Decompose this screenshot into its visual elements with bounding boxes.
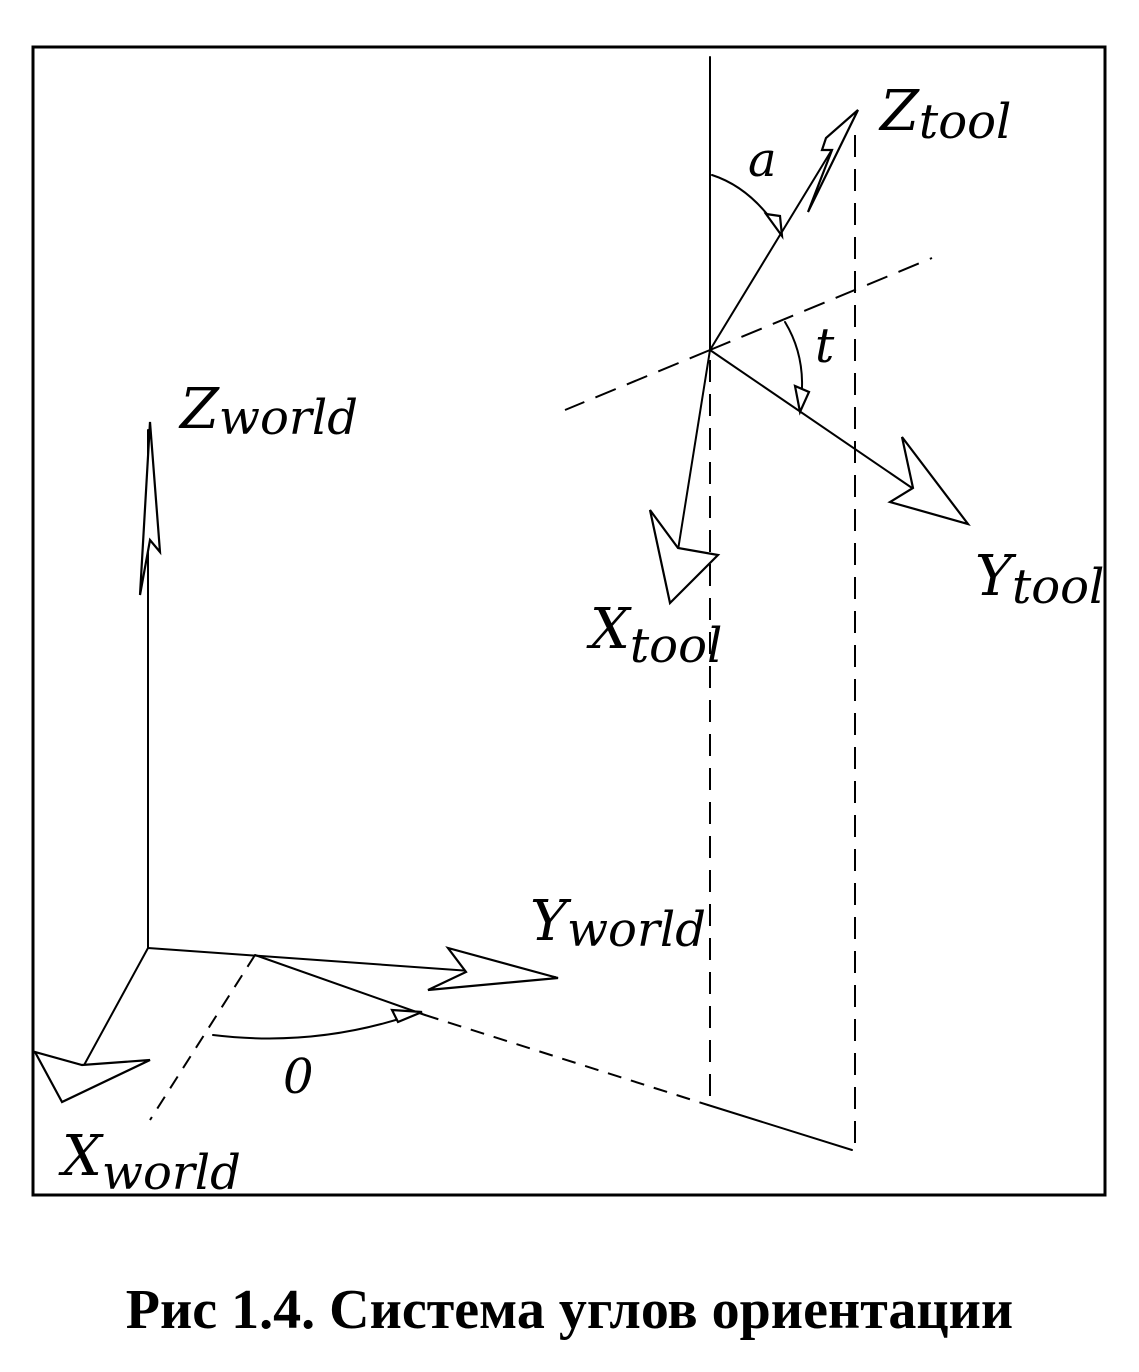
angle-a-label: a: [748, 132, 777, 188]
y-world-label: Yworld: [530, 889, 706, 958]
x-tool-arrowhead: [648, 509, 721, 606]
angle-o-label: 0: [283, 1049, 314, 1105]
tool-dashed-diagonal-left: [564, 349, 711, 411]
angle-o-arc: [212, 1011, 421, 1040]
angle-o-arrowhead: [390, 1008, 423, 1024]
diagram-frame: [31, 45, 1107, 1197]
vertical-guides: [709, 56, 856, 1150]
ground-projection: [149, 954, 853, 1151]
y-tool-arrowhead: [887, 436, 971, 526]
z-world-label: Zworld: [178, 377, 358, 446]
projection-line-solid: [254, 954, 426, 1016]
angle-t-label: t: [815, 318, 835, 374]
figure-caption: Рис 1.4. Система углов ориентации: [125, 1279, 1014, 1341]
z-tool-label: Ztool: [878, 79, 1011, 150]
tool-axes: [564, 109, 971, 606]
projection-line-dashed: [424, 1014, 709, 1106]
x-tool-label: Xtool: [586, 597, 722, 674]
y-world-arrowhead: [427, 946, 559, 992]
tool-dashed-diagonal-right: [709, 257, 933, 351]
y-tool-label: Ytool: [975, 544, 1104, 615]
x-world-projection-dashed: [149, 954, 256, 1121]
x-world-arrowhead: [32, 1050, 151, 1104]
angle-a-arrowhead: [763, 212, 784, 240]
angle-t-arrowhead: [793, 384, 811, 416]
x-world-label: Xworld: [58, 1124, 241, 1201]
ground-base-line: [707, 1104, 853, 1151]
y-tool-axis: [709, 349, 916, 491]
z-tool-arrowhead: [806, 109, 859, 213]
world-axes: [32, 421, 559, 1104]
x-tool-axis: [677, 349, 711, 551]
z-world-arrowhead: [138, 421, 162, 596]
